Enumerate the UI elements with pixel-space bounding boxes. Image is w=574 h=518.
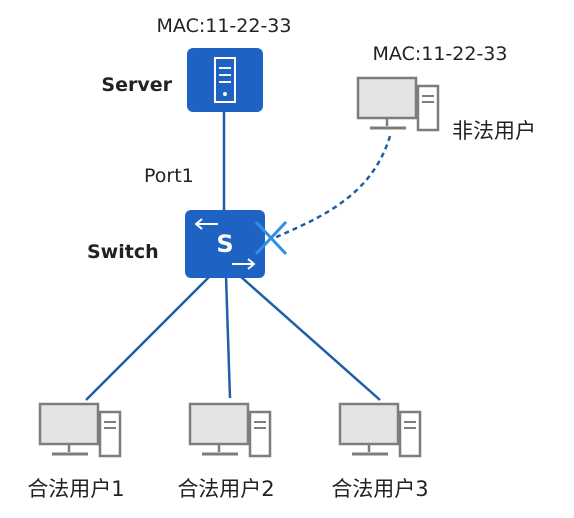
legal-user-1-label: 合法用户1 (27, 477, 124, 501)
legal-user-1-computer-icon (38, 402, 122, 458)
server-icon (214, 57, 236, 103)
switch-device: S (185, 210, 265, 278)
illegal-user-label: 非法用户 (452, 119, 536, 143)
blocked-x-icon (254, 220, 288, 256)
switch-arrows-icon (194, 218, 256, 270)
link-switch-user1 (85, 275, 211, 401)
server-device (187, 48, 263, 112)
illegal-user-computer-icon (356, 76, 440, 132)
server-mac: MAC:11-22-33 (157, 15, 292, 37)
port-label: Port1 (144, 165, 194, 187)
switch-symbol: S (216, 230, 233, 258)
server-label: Server (101, 74, 172, 96)
link-switch-user2 (224, 275, 232, 399)
links (85, 110, 392, 401)
legal-user-3-computer-icon (338, 402, 422, 458)
switch-label: Switch (87, 241, 159, 263)
link-illegal-user-dashed (273, 135, 392, 240)
legal-user-2-label: 合法用户2 (177, 477, 274, 501)
legal-user-2-computer-icon (188, 402, 272, 458)
illegal-user-mac: MAC:11-22-33 (373, 43, 508, 65)
link-switch-user3 (239, 275, 381, 401)
legal-user-3-label: 合法用户3 (331, 477, 428, 501)
